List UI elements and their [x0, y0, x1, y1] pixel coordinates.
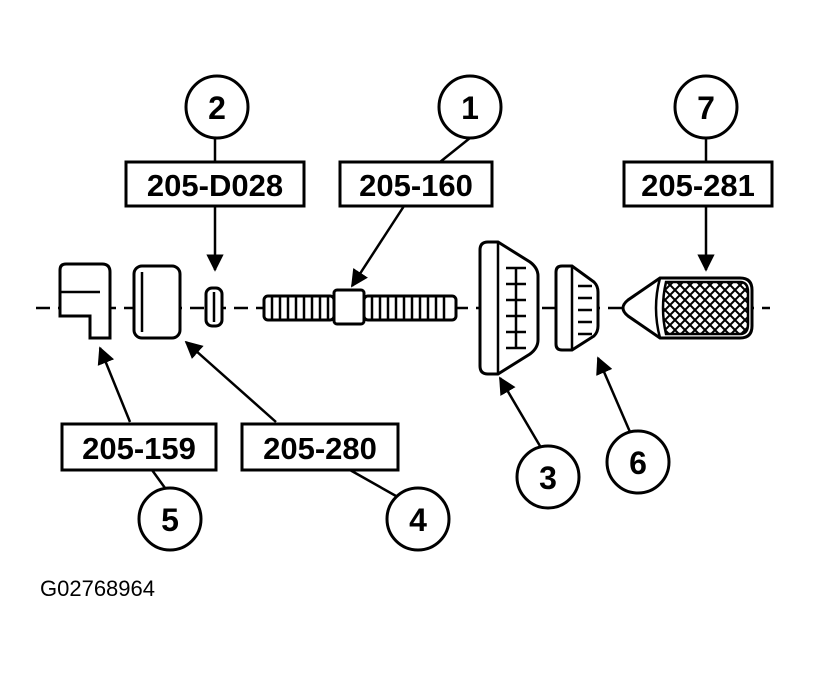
callout-5: 205-159 5: [60, 422, 218, 552]
callout-7: 7 205-281: [622, 74, 774, 208]
callout-3-number: 3: [539, 460, 557, 496]
callout-4-number: 4: [409, 502, 427, 538]
arrow-large-nut: [498, 376, 542, 447]
callout-1-code: 205-160: [359, 168, 473, 203]
arrow-small-nut: [596, 356, 632, 433]
part-small-nut: [554, 264, 600, 352]
callout-3: 3: [515, 444, 581, 510]
callout-5-number: 5: [161, 502, 179, 538]
callout-6: 6: [605, 429, 671, 495]
figure-id: G02768964: [40, 576, 155, 601]
callout-6-number: 6: [629, 445, 647, 481]
part-ring: [204, 286, 224, 328]
stud-threads: [270, 297, 446, 319]
callout-1-number: 1: [461, 90, 479, 126]
part-spacer: [132, 264, 182, 340]
arrow-stud: [350, 205, 406, 288]
callout-4-code: 205-280: [263, 431, 377, 466]
callout-5-code: 205-159: [82, 431, 196, 466]
arrow-adapter: [97, 346, 132, 423]
part-large-nut: [478, 240, 540, 376]
callout-2: 2 205-D028: [124, 74, 306, 208]
callout-2-code: 205-D028: [147, 168, 283, 203]
callout-4: 205-280 4: [240, 422, 451, 552]
part-knurled-handle: [621, 276, 754, 340]
leader-lines: [97, 137, 715, 498]
part-adapter: [58, 262, 112, 340]
part-stud: [262, 288, 458, 326]
callout-2-number: 2: [208, 90, 226, 126]
arrow-spacer: [184, 340, 277, 423]
callout-7-number: 7: [697, 90, 715, 126]
callout-7-code: 205-281: [641, 168, 755, 203]
callout-1: 1 205-160: [338, 74, 503, 208]
